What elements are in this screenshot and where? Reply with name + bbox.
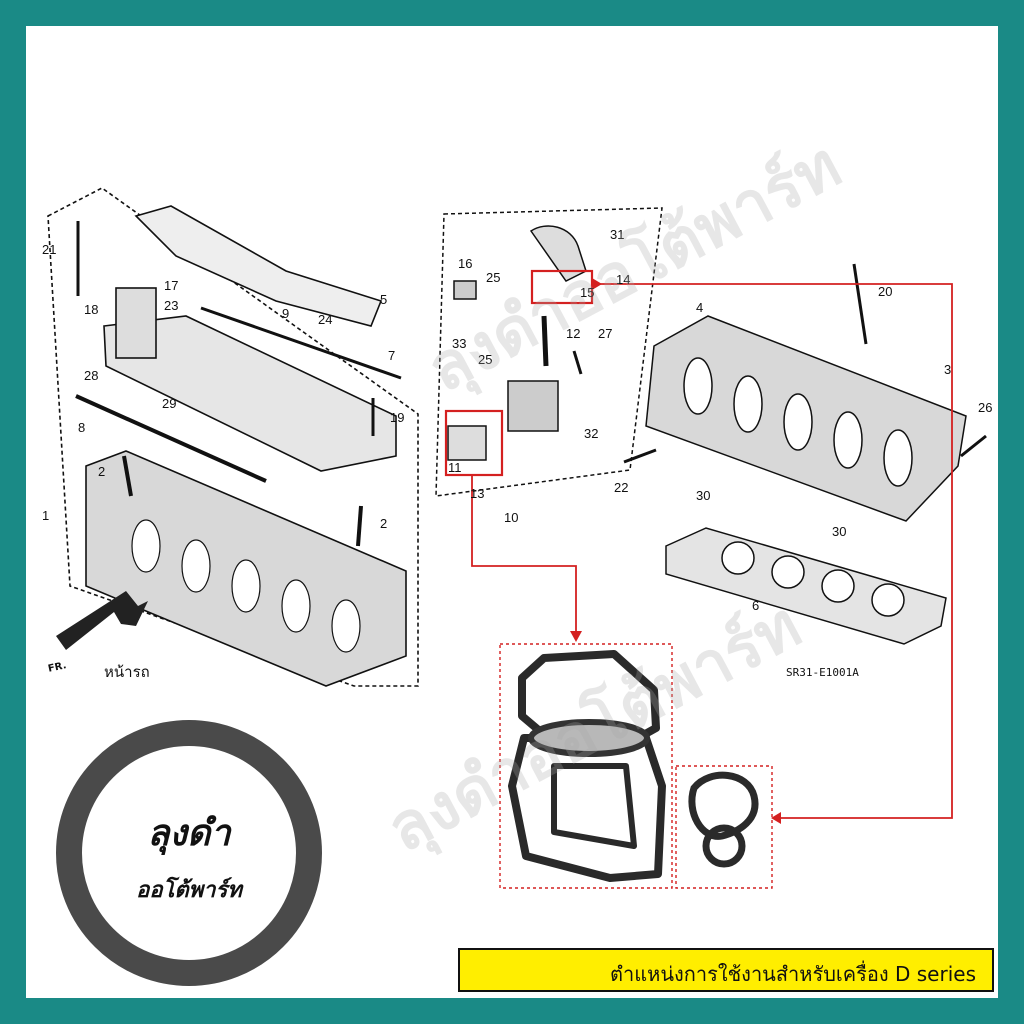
part-label: 12 — [566, 326, 580, 341]
part-label: 30 — [696, 488, 710, 503]
part-label: 2 — [380, 516, 387, 531]
part-label: 32 — [584, 426, 598, 441]
arrow-down-icon — [570, 631, 582, 642]
part-label: 31 — [610, 227, 624, 242]
part-label: 13 — [470, 486, 484, 501]
right-cylinder-head — [623, 263, 987, 522]
part-label: 6 — [752, 598, 759, 613]
leader-lines — [471, 283, 953, 819]
arrow-left-icon — [592, 278, 602, 290]
part-label: 18 — [84, 302, 98, 317]
part-label: 5 — [380, 292, 387, 307]
product-box-filter-gasket — [499, 643, 673, 889]
part-label: 1 — [42, 508, 49, 523]
parts-diagram: 21 17 23 18 9 24 5 7 28 29 8 19 2 1 2 16… — [42, 187, 992, 889]
part-label: 19 — [390, 410, 404, 425]
part-label: 17 — [164, 278, 178, 293]
part-label: 21 — [42, 242, 56, 257]
oring-image — [688, 771, 759, 868]
part-label: 16 — [458, 256, 472, 271]
front-arrow-icon — [56, 591, 148, 650]
part-label: 28 — [84, 368, 98, 383]
part-label: 2 — [98, 464, 105, 479]
part-label: 25 — [486, 270, 500, 285]
part-label: 27 — [598, 326, 612, 341]
part-label: 33 — [452, 336, 466, 351]
front-thai-label: หน้ารถ — [104, 663, 150, 681]
left-assembly — [47, 187, 419, 687]
part-label: 10 — [504, 510, 518, 525]
part-label: 30 — [832, 524, 846, 539]
caption-banner: ตำแหน่งการใช้งานสำหรับเครื่อง D series — [458, 948, 994, 992]
product-box-oring — [675, 765, 773, 889]
part-label: 23 — [164, 298, 178, 313]
part-label: 7 — [388, 348, 395, 363]
part-label: 9 — [282, 306, 289, 321]
part-label: 8 — [78, 420, 85, 435]
logo-subtitle: ออโต้พาร์ท — [136, 878, 242, 903]
arrow-left-icon — [771, 812, 781, 824]
part-label: 25 — [478, 352, 492, 367]
part-label: 3 — [944, 362, 951, 377]
part-label: 14 — [616, 272, 630, 287]
logo-title: ลุงดำ — [147, 813, 231, 854]
part-label: 20 — [878, 284, 892, 299]
part-label: 4 — [696, 300, 703, 315]
part-label: 22 — [614, 480, 628, 495]
head-gasket — [665, 527, 947, 645]
part-label: 11 — [448, 460, 462, 475]
filter-gasket-image — [508, 650, 666, 882]
part-label: 26 — [978, 400, 992, 415]
part-label: 29 — [162, 396, 176, 411]
caption-text: ตำแหน่งการใช้งานสำหรับเครื่อง D series — [610, 962, 976, 986]
part-label: 15 — [580, 285, 594, 300]
part-label: 24 — [318, 312, 332, 327]
shop-logo: ลุงดำ ออโต้พาร์ท — [56, 720, 322, 986]
diagram-ref-code: SR31-E1001A — [786, 666, 859, 679]
diagram-frame: 21 17 23 18 9 24 5 7 28 29 8 19 2 1 2 16… — [26, 26, 998, 998]
vtec-assembly — [435, 207, 663, 497]
part-number-labels: 21 17 23 18 9 24 5 7 28 29 8 19 2 1 2 16… — [42, 227, 992, 613]
